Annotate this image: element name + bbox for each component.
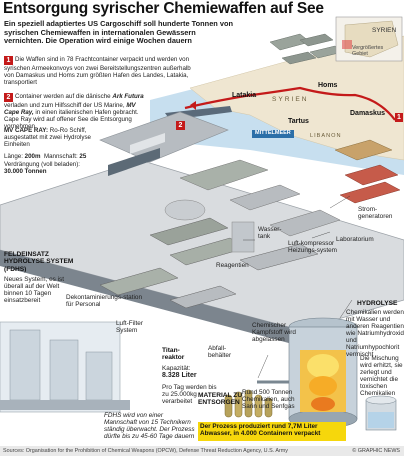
label-dekon: Dekontaminierungs-station für Personal [66, 294, 143, 309]
fdhs-note: FDHS wird von einer Mannschaft von 15 Te… [104, 412, 195, 441]
inset-highlight [342, 40, 352, 49]
waste-tank [365, 395, 397, 431]
label-strom: Strom-generatoren [358, 206, 393, 221]
city-damaskus: Damaskus [350, 110, 386, 117]
hydrolyse-text: Chemikalien werden mit Wasser und andere… [346, 309, 404, 359]
dome-tank [164, 199, 206, 221]
city-homs: Homs [318, 82, 338, 89]
label-luftkompressor: Luft-kompressor Heizungs-system [288, 240, 338, 255]
hydrolyse-chem-label: Chemischer Kampfstoff wird abgelassen [252, 322, 296, 344]
footer-sources: Sources: Organisation for the Prohibitio… [3, 448, 288, 454]
label-titan-capacity: Kapazität:8.328 Liter [162, 365, 197, 380]
footer-credit: © GRAPHIC NEWS [352, 448, 400, 454]
hydrolyse-title: HYDROLYSE [357, 300, 398, 307]
ship-length-crew: Länge: 200m Mannschaft: 25 [4, 153, 87, 160]
intro-text: Ein speziell adaptiertes US Cargoschiff … [4, 19, 234, 46]
route-badge-1: 1 [395, 113, 403, 122]
hydrolyse-mix-note: Die Mischung wird erhitzt, sie zerlegt u… [360, 355, 403, 398]
page-title: Entsorgung syrischer Chemiewaffen auf Se… [3, 0, 324, 17]
route-badge-2: 2 [176, 121, 185, 130]
route-arrow [190, 101, 196, 110]
background-illustration [0, 16, 404, 431]
deck-containers [99, 139, 401, 309]
label-luftfilter: Luft-Filter System [116, 320, 143, 335]
water-tank [231, 221, 255, 253]
step-number-badge: 2 [4, 93, 13, 102]
material-text: Rund 500 Tonnen Chemikalien, auch Sarin … [242, 389, 295, 411]
label-laboratorium: Laboratorium [336, 236, 374, 243]
label-titan-title: Titan-reaktor [162, 347, 185, 362]
ship-name-ark-futura: Ark Futura [112, 93, 144, 100]
ship-hull-side [0, 250, 300, 346]
ship-spec-desc: Ro-Ro Schiff, ausgestattet mit zwei Hydr… [4, 127, 92, 148]
fdhs-tank-cutaway [0, 321, 130, 413]
ship-specs: MV CAPE RAY: Ro-Ro Schiff, ausgestattet … [4, 127, 104, 148]
label-wassertank: Wasser-tank [258, 226, 282, 241]
label-titan-note: Pro Tag werden bis zu 25.000kg verarbeit… [162, 384, 217, 406]
footer: Sources: Organisation for the Prohibitio… [0, 446, 404, 456]
chemical-shells [224, 389, 273, 418]
leader-lines [243, 195, 353, 379]
label-abfall: Abfall-behälter [208, 345, 232, 360]
inset-legend: Vergrößertes Gebiet [352, 45, 384, 57]
sea-label: MITTELMEER [252, 130, 294, 138]
ship-displacement: Verdrängung (voll beladen):30.000 Tonnen [4, 161, 81, 175]
country-label: SYRIEN [272, 96, 309, 103]
fdhs-text: Neues System, es ist überall auf der Wel… [4, 276, 65, 305]
truck-convoy [269, 33, 344, 65]
city-tartus: Tartus [288, 118, 309, 125]
step-number-badge: 1 [4, 56, 13, 65]
lebanon-label: LIBANON [310, 133, 342, 139]
titan-reactor [288, 317, 358, 429]
route-line [184, 86, 396, 121]
label-reagentien: Reagentien [216, 262, 249, 269]
inset-country-label: SYRIEN [372, 27, 397, 34]
fdhs-title: FELDEINSATZ HYDROLYSE SYSTEM (FDHS) [4, 251, 74, 273]
ship-spec-name: MV CAPE RAY: [4, 127, 49, 134]
material-title: MATERIAL ZU ENTSORGEN [198, 392, 243, 407]
ship-name-cape-ray: MV Cape Ray, [4, 102, 136, 116]
wastewater-note: Der Prozess produziert rund 7,7M Liter A… [198, 422, 346, 441]
cape-ray-ship [99, 111, 229, 176]
step-text: Die Waffen sind in 78 Frachtcontainer ve… [4, 56, 191, 86]
city-latakia: Latakia [232, 92, 257, 99]
